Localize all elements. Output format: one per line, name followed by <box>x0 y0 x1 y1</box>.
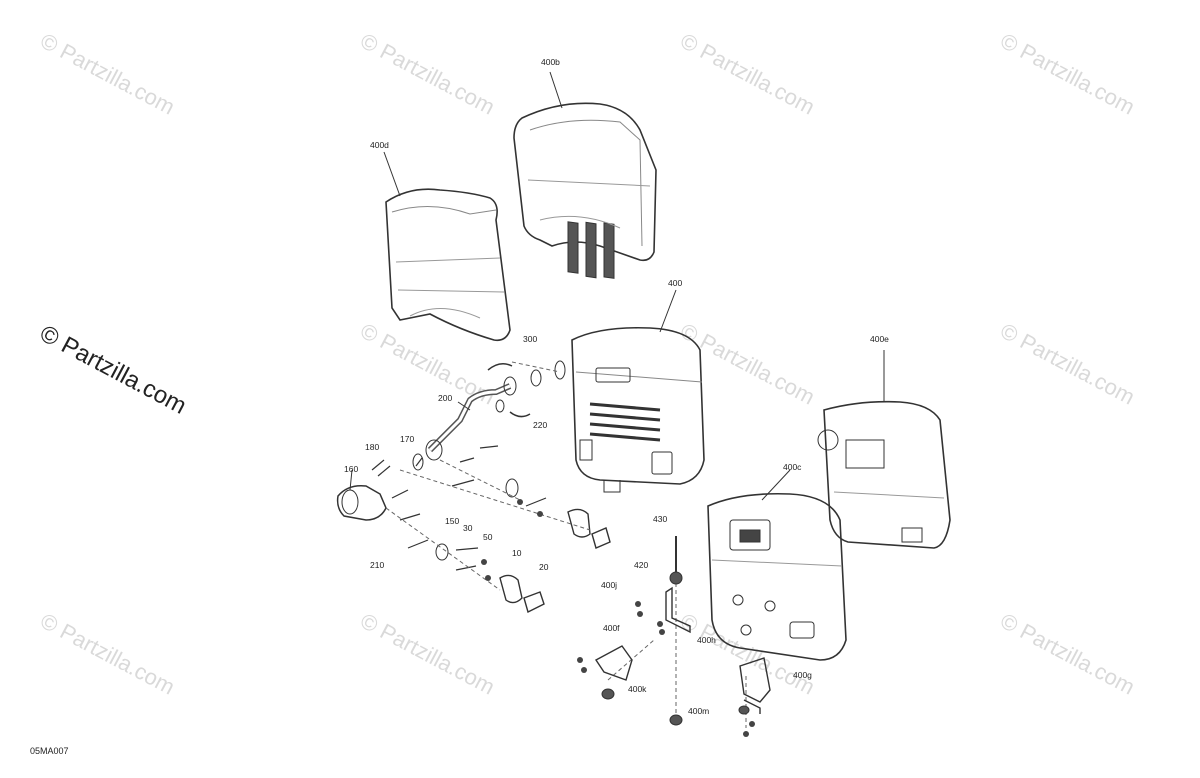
label-10: 10 <box>512 548 522 558</box>
assembly-lines <box>385 361 747 728</box>
label-150: 150 <box>445 516 460 526</box>
mount-400k <box>601 688 615 700</box>
mount-400g-base <box>738 705 750 715</box>
label-200: 200 <box>438 393 453 403</box>
label-400m: 400m <box>688 706 710 716</box>
manifold-160 <box>336 484 387 521</box>
leader-line <box>383 151 401 197</box>
clamp-300 <box>487 360 566 387</box>
label-430: 430 <box>653 514 668 524</box>
label-180: 180 <box>365 442 380 452</box>
heat-shield-400b <box>513 102 657 279</box>
label-20: 20 <box>539 562 549 572</box>
label-220: 220 <box>533 420 548 430</box>
label-400h: 400h <box>697 635 716 645</box>
gasket-150 <box>435 543 449 561</box>
gasket <box>505 478 519 498</box>
label-400k: 400k <box>628 684 647 694</box>
clamp-220 <box>495 399 531 418</box>
heat-shield-400e <box>817 400 951 549</box>
flange-10 <box>499 508 591 604</box>
label-30: 30 <box>463 523 473 533</box>
diagram-code: 05MA007 <box>30 746 69 756</box>
label-50: 50 <box>483 532 493 542</box>
label-400: 400 <box>668 278 683 288</box>
label-300: 300 <box>523 334 538 344</box>
label-400b: 400b <box>541 57 560 67</box>
flange-20 <box>523 527 611 614</box>
label-170: 170 <box>400 434 415 444</box>
label-400d: 400d <box>370 140 389 150</box>
label-400j: 400j <box>601 580 618 590</box>
label-400f: 400f <box>603 623 620 633</box>
leader-line <box>457 401 471 411</box>
stud-group <box>371 445 547 571</box>
leader-line <box>349 469 353 491</box>
label-400c: 400c <box>783 462 802 472</box>
nuts <box>481 499 755 737</box>
leader-line <box>761 469 791 501</box>
label-400g: 400g <box>793 670 812 680</box>
leader-line <box>549 71 563 109</box>
bracket-400j <box>665 536 691 634</box>
exhaust-pipe-200 <box>425 376 517 461</box>
bracket-400g <box>739 657 771 714</box>
label-160: 160 <box>344 464 359 474</box>
label-400e: 400e <box>870 334 889 344</box>
heat-shield-400d <box>385 188 511 342</box>
label-420: 420 <box>634 560 649 570</box>
bracket-400f <box>594 645 633 681</box>
label-210: 210 <box>370 560 385 570</box>
gasket-170 <box>412 453 424 471</box>
heat-shield-400c <box>707 492 847 661</box>
muffler-400 <box>571 326 705 493</box>
leader-line <box>659 289 677 333</box>
mount-400m <box>669 714 683 726</box>
